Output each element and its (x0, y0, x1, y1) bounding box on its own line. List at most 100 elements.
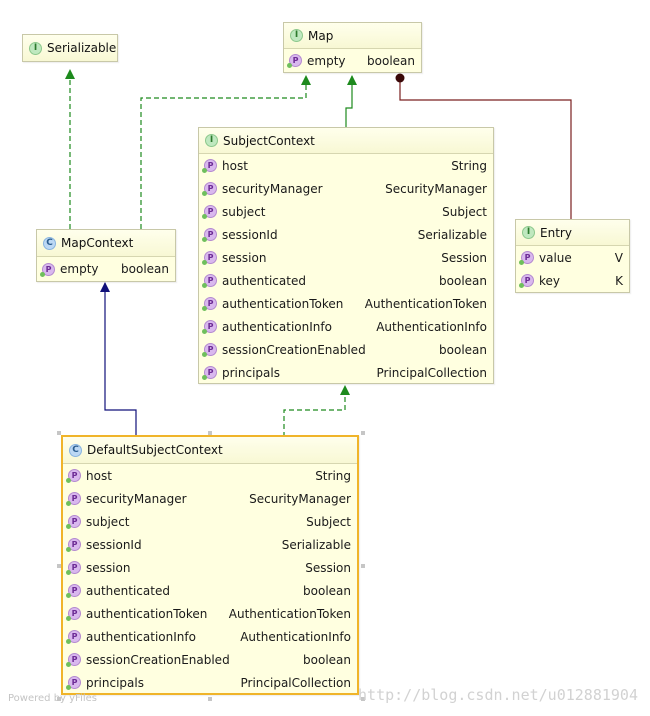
resize-handle-middle-left[interactable] (57, 564, 61, 568)
node-title: DefaultSubjectContext (87, 443, 223, 457)
link-default-extends-mapcontext (100, 282, 137, 437)
property-type: boolean (121, 262, 169, 276)
property-type: Session (441, 250, 487, 265)
property-icon: P (202, 366, 217, 380)
property-name: sessionId (86, 537, 142, 552)
property-type: K (615, 273, 623, 288)
property-icon: P (66, 515, 81, 529)
interface-icon: I (522, 226, 535, 239)
property-icon: P (202, 343, 217, 357)
property-icon: P (66, 630, 81, 644)
property-name: authenticated (86, 583, 170, 598)
property-icon: P (66, 653, 81, 667)
property-name: principals (86, 675, 144, 690)
property-name: authenticationToken (86, 606, 208, 621)
property-name: subject (86, 514, 130, 529)
watermark-url: http://blog.csdn.net/u012881904 (358, 686, 638, 704)
property-icon: P (66, 492, 81, 506)
property-icon: P (66, 676, 81, 690)
property-type: Serializable (417, 227, 487, 242)
property-name: sessionCreationEnabled (86, 652, 230, 667)
node-title: MapContext (61, 236, 134, 250)
class-icon: C (69, 443, 82, 457)
property-type: boolean (303, 583, 351, 598)
resize-handle-top-center[interactable] (208, 431, 212, 435)
resize-handle-middle-right[interactable] (361, 564, 365, 568)
property-type: SecurityManager (249, 491, 351, 506)
property-icon: P (66, 584, 81, 598)
property-name: principals (222, 365, 280, 380)
resize-handle-top-right[interactable] (361, 431, 365, 435)
property-icon: P (202, 228, 217, 242)
property-icon: P (202, 159, 217, 173)
link-entry-inner-map (399, 78, 572, 219)
property-icon: P (519, 251, 534, 265)
node-serializable[interactable]: I Serializable (22, 34, 118, 62)
property-name: host (222, 158, 248, 173)
property-icon: P (66, 538, 81, 552)
property-type: String (315, 468, 351, 483)
property-type: Serializable (281, 537, 351, 552)
node-title: SubjectContext (223, 133, 315, 148)
property-type: AuthenticationToken (228, 606, 351, 621)
property-type: boolean (367, 53, 415, 68)
resize-handle-bottom-center[interactable] (208, 697, 212, 701)
node-title: Entry (540, 225, 572, 240)
property-type: String (451, 158, 487, 173)
property-type: boolean (439, 342, 487, 357)
class-icon: C (43, 236, 56, 250)
property-name: empty (60, 262, 99, 276)
property-icon: P (287, 54, 302, 68)
property-name: authenticationInfo (86, 629, 196, 644)
resize-handle-bottom-right[interactable] (361, 697, 365, 701)
property-name: host (86, 468, 112, 483)
node-title: Serializable (47, 41, 117, 55)
resize-handle-top-left[interactable] (57, 431, 61, 435)
node-header: I Serializable (23, 35, 117, 61)
interface-icon: I (29, 41, 42, 55)
property-icon: P (66, 607, 81, 621)
property-name: sessionId (222, 227, 278, 242)
property-type: AuthenticationInfo (240, 629, 351, 644)
resize-handle-bottom-left[interactable] (57, 697, 61, 701)
property-icon: P (202, 251, 217, 265)
node-title: Map (308, 28, 334, 43)
property-type: boolean (439, 273, 487, 288)
property-type: V (614, 250, 623, 265)
property-name: sessionCreationEnabled (222, 342, 366, 357)
link-entry-inner-dot (395, 73, 405, 83)
